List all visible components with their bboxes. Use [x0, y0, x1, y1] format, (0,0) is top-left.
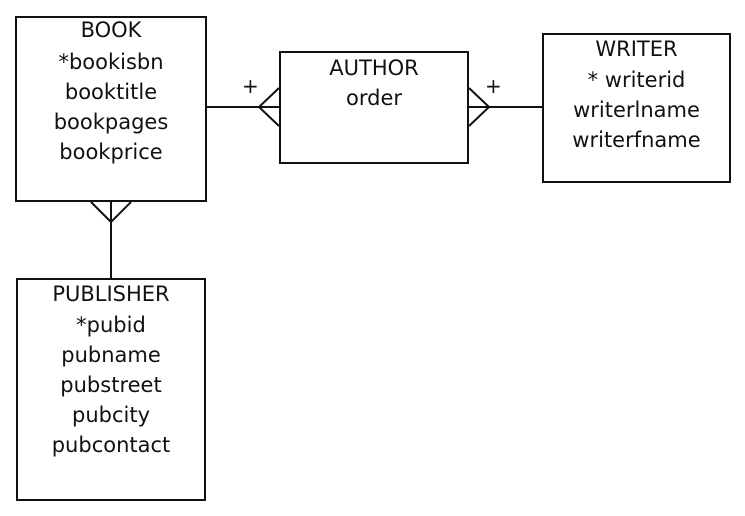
book-attribute: *bookisbn — [58, 50, 164, 74]
book-author-crowfoot-upper — [258, 87, 280, 108]
publisher-book-crowfoot-left — [90, 201, 112, 223]
book-attribute: bookpages — [53, 110, 169, 134]
writer-author-crowfoot-upper — [468, 87, 490, 108]
publisher-attribute: pubname — [61, 343, 161, 367]
writer-entity: WRITER * writerid writerlname writerfnam… — [542, 33, 731, 183]
book-entity: BOOK *bookisbn booktitle bookpages bookp… — [15, 16, 207, 202]
author-attribute: order — [346, 86, 402, 110]
publisher-book-crowfoot-right — [110, 201, 132, 223]
book-attribute: booktitle — [64, 80, 158, 104]
writer-attribute-list: * writerid writerlname writerfname — [544, 65, 729, 155]
book-attribute-list: *bookisbn booktitle bookpages bookprice — [17, 47, 205, 167]
publisher-entity: PUBLISHER *pubid pubname pubstreet pubci… — [16, 278, 206, 501]
author-attribute-list: order — [281, 83, 467, 113]
writer-author-connector — [468, 87, 542, 127]
publisher-entity-title: PUBLISHER — [52, 282, 170, 306]
publisher-book-connector — [90, 201, 132, 278]
book-author-crowfoot-lower — [258, 106, 280, 127]
publisher-attribute: pubcity — [71, 403, 150, 427]
writer-attribute: writerfname — [572, 128, 701, 152]
book-author-connector — [207, 87, 280, 127]
book-entity-title: BOOK — [80, 18, 142, 42]
publisher-attribute: pubcontact — [51, 433, 171, 457]
writer-entity-title: WRITER — [595, 37, 678, 61]
writer-attribute: * writerid — [587, 68, 686, 92]
author-entity: AUTHOR order — [279, 51, 469, 164]
writer-author-cardinality-label: + — [485, 74, 502, 98]
book-attribute: bookprice — [59, 140, 163, 164]
book-author-cardinality-label: + — [242, 74, 259, 98]
writer-author-crowfoot-lower — [468, 106, 490, 127]
writer-attribute: writerlname — [573, 98, 700, 122]
publisher-attribute: pubstreet — [60, 373, 162, 397]
author-entity-title: AUTHOR — [329, 56, 419, 80]
publisher-attribute-list: *pubid pubname pubstreet pubcity pubcont… — [18, 310, 204, 460]
publisher-attribute: *pubid — [76, 313, 146, 337]
